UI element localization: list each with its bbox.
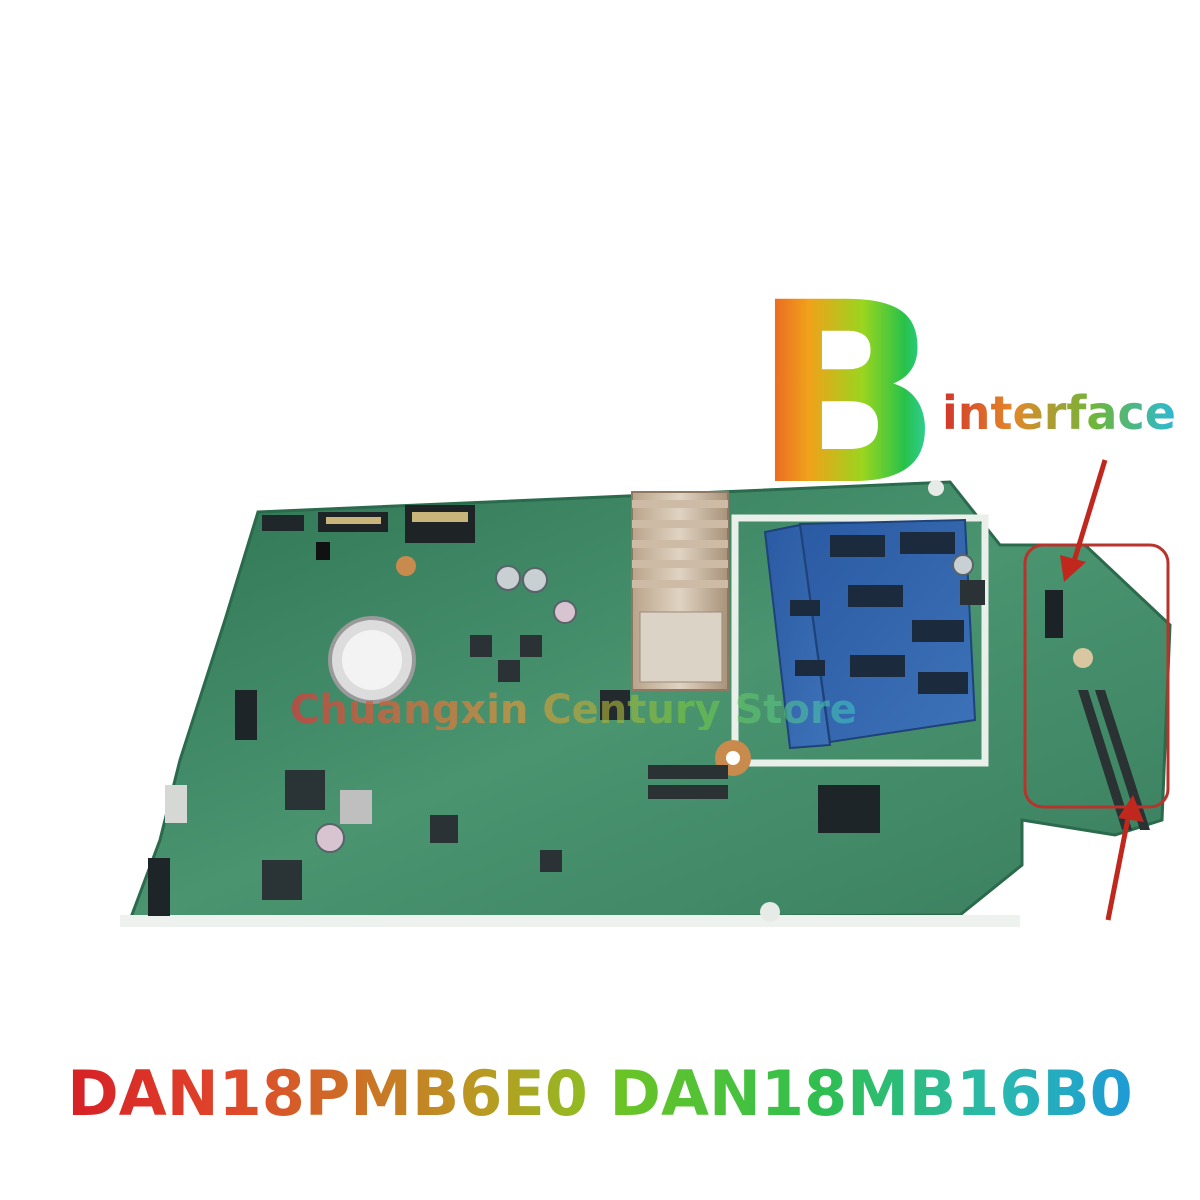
headline-word: interface (942, 386, 1176, 440)
store-watermark: Chuangxin Century Store (290, 687, 857, 733)
headline-letter: B (752, 249, 943, 540)
heatsink (631, 491, 729, 691)
part-number-2: DAN18MB16B0 (609, 1057, 1133, 1130)
port-connector (262, 515, 304, 531)
motherboard (120, 480, 1172, 927)
arrow-icon (1105, 795, 1144, 921)
part-number-1: DAN18PMB6E0 (67, 1057, 588, 1130)
part-number-caption: DAN18PMB6E0 DAN18MB16B0 (0, 1057, 1200, 1130)
interface-connector (1045, 590, 1063, 638)
ram-module (763, 518, 977, 750)
highlight-box (1023, 543, 1170, 809)
arrow-icon (1060, 459, 1108, 582)
